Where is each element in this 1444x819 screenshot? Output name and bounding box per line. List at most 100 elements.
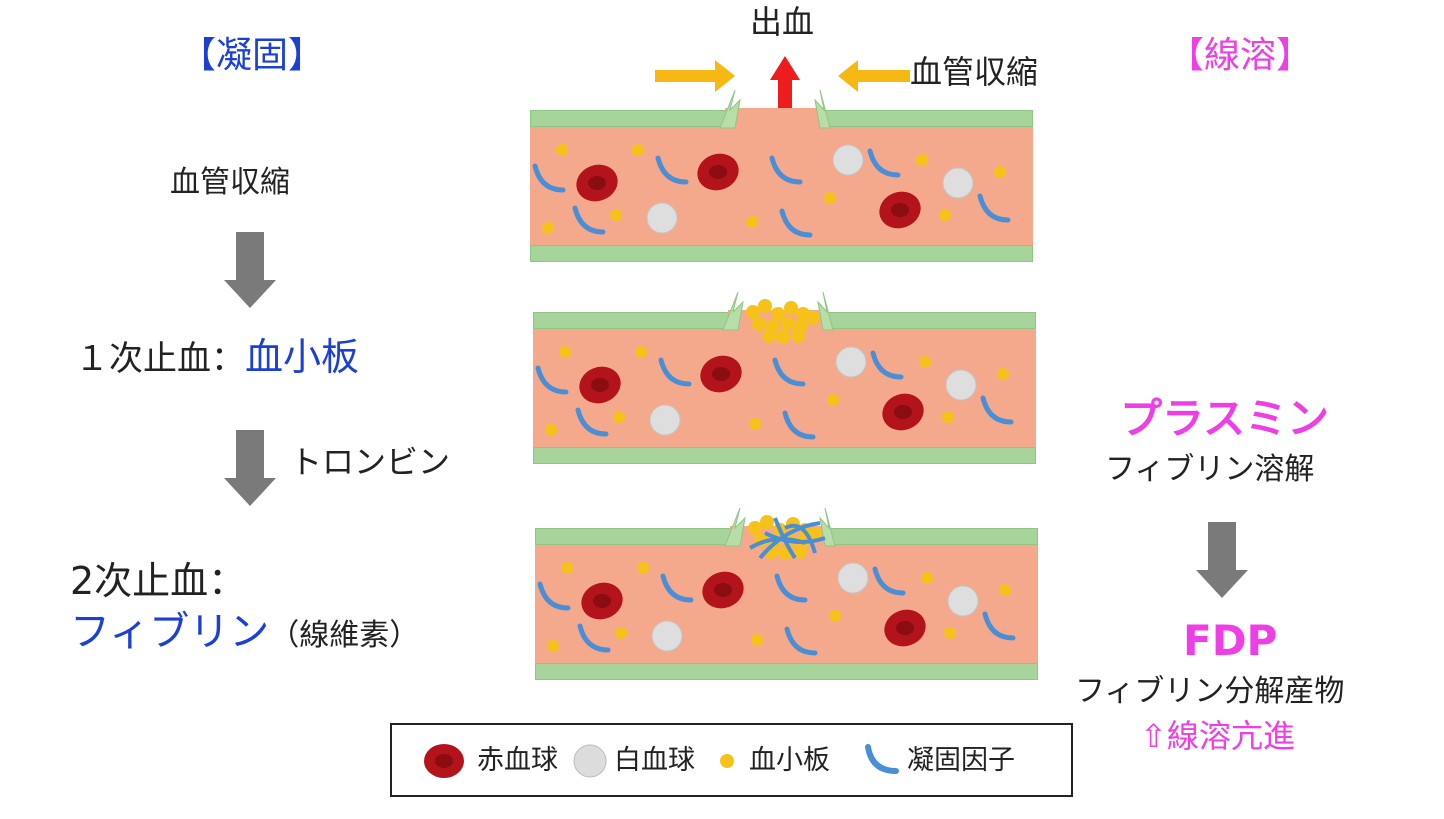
platelet-icon — [547, 640, 559, 652]
platelet-plug — [784, 301, 798, 315]
down-arrow-icon — [224, 232, 276, 308]
vessel-wall — [530, 245, 1033, 262]
clotting-factor-icon — [774, 573, 808, 603]
clotting-factor-icon — [658, 357, 692, 387]
clotting-factor-icon — [537, 581, 571, 611]
torn-wall-icon — [814, 89, 831, 129]
right-arrow-icon — [655, 60, 735, 92]
plasmin-description: フィブリン溶解 — [1105, 452, 1315, 487]
down-arrow-icon — [224, 430, 276, 506]
platelet-icon — [829, 610, 841, 622]
platelet-icon — [632, 144, 644, 156]
clotting-factor-icon — [660, 573, 694, 603]
clotting-factor-icon — [779, 208, 813, 238]
clotting-factor-icon — [655, 155, 689, 185]
clotting-factor-icon — [577, 623, 611, 653]
clotting-factor-icon — [982, 611, 1016, 641]
fibrinolysis-enhanced: ⇧線溶亢進 — [1140, 717, 1295, 755]
platelet-plug — [748, 521, 762, 535]
clotting-factor-icon — [782, 410, 816, 440]
platelet-plug — [760, 515, 774, 529]
platelet-plug — [752, 317, 766, 331]
platelet-icon — [559, 346, 571, 358]
left-arrow-icon — [838, 60, 910, 92]
clotting-factor-icon — [870, 350, 904, 380]
clotting-factor-icon — [872, 566, 906, 596]
legend-label: 凝固因子 — [907, 745, 1015, 776]
blood-vessel-2 — [533, 291, 1036, 464]
top-arrows — [655, 56, 910, 120]
platelet-icon — [919, 356, 931, 368]
platelet-icon — [561, 562, 573, 574]
vasoconstriction-step: 血管収縮 — [170, 165, 290, 200]
platelet-icon — [613, 411, 625, 423]
vasoconstriction-label: 血管収縮 — [910, 53, 1039, 91]
torn-wall-icon — [817, 291, 834, 331]
down-arrow-icon — [1196, 522, 1248, 598]
platelet-plug — [758, 299, 772, 313]
platelet-icon — [921, 572, 933, 584]
primary-hemostasis-step: １次止血：血小板 — [75, 338, 359, 376]
platelet-icon — [746, 216, 758, 228]
clotting-factor-icon — [867, 148, 901, 178]
platelet-icon — [749, 418, 761, 430]
platelet-icon — [615, 627, 627, 639]
platelet-icon — [635, 346, 647, 358]
white-blood-cell-icon — [945, 369, 977, 401]
platelet-plug — [746, 305, 760, 319]
thrombin-label: トロンビン — [290, 443, 451, 481]
coagulation-title: 【凝固】 — [180, 35, 325, 76]
fibrin-highlight: フィブリン — [70, 609, 270, 655]
platelet-icon — [720, 754, 734, 768]
platelet-icon — [997, 368, 1009, 380]
clotting-factor-icon — [532, 163, 566, 193]
platelet-plug — [781, 317, 795, 331]
white-blood-cell-icon — [942, 167, 974, 199]
primary-hemostasis-label: １次止血： — [75, 339, 245, 379]
red-blood-cell-icon — [424, 744, 464, 778]
platelet-icon — [942, 411, 954, 423]
blood-vessel-1 — [530, 89, 1033, 262]
platelet-icon — [542, 222, 554, 234]
clotting-factor-icon — [772, 357, 806, 387]
fdp-description: フィブリン分解産物 — [1075, 674, 1345, 709]
fibrin-mesh — [758, 521, 821, 560]
fibrin-mesh — [784, 523, 817, 554]
platelet-icon — [999, 584, 1011, 596]
platelet-plug — [771, 307, 785, 321]
clotting-factor-icon — [769, 155, 803, 185]
torn-wall-icon — [722, 291, 744, 331]
white-blood-cell-icon — [837, 562, 869, 594]
white-blood-cell-icon — [649, 404, 681, 436]
blood-vessel-3 — [535, 507, 1038, 680]
platelet-highlight: 血小板 — [245, 335, 360, 379]
platelet-plug — [806, 311, 820, 325]
clotting-factor-icon — [977, 193, 1011, 223]
legend-label: 白血球 — [614, 745, 695, 776]
platelet-plug — [791, 329, 805, 343]
platelet-icon — [556, 144, 568, 156]
platelet-icon — [916, 154, 928, 166]
white-blood-cell-icon — [947, 585, 979, 617]
white-blood-cell-icon — [651, 620, 683, 652]
white-blood-cell-icon — [646, 202, 678, 234]
white-blood-cell-icon — [573, 744, 607, 778]
fdp-label: FDP — [1183, 616, 1278, 665]
platelet-plug — [762, 329, 776, 343]
legend-label: 血小板 — [749, 745, 830, 776]
platelet-plug — [776, 330, 790, 344]
platelet-icon — [610, 209, 622, 221]
clotting-factor-icon — [784, 626, 818, 656]
vessel-wall — [535, 663, 1038, 680]
platelet-plug — [793, 545, 807, 559]
clotting-factor-icon — [865, 744, 899, 774]
platelet-plug — [808, 527, 822, 541]
platelet-icon — [751, 634, 763, 646]
plasmin-label: プラスミン — [1120, 394, 1330, 443]
fibrinolysis-title: 【線溶】 — [1168, 35, 1313, 76]
platelet-icon — [545, 424, 557, 436]
torn-wall-icon — [719, 89, 741, 129]
white-blood-cell-icon — [835, 346, 867, 378]
fibrin-line: フィブリン（線維素） — [70, 612, 419, 652]
clotting-factor-icon — [575, 407, 609, 437]
